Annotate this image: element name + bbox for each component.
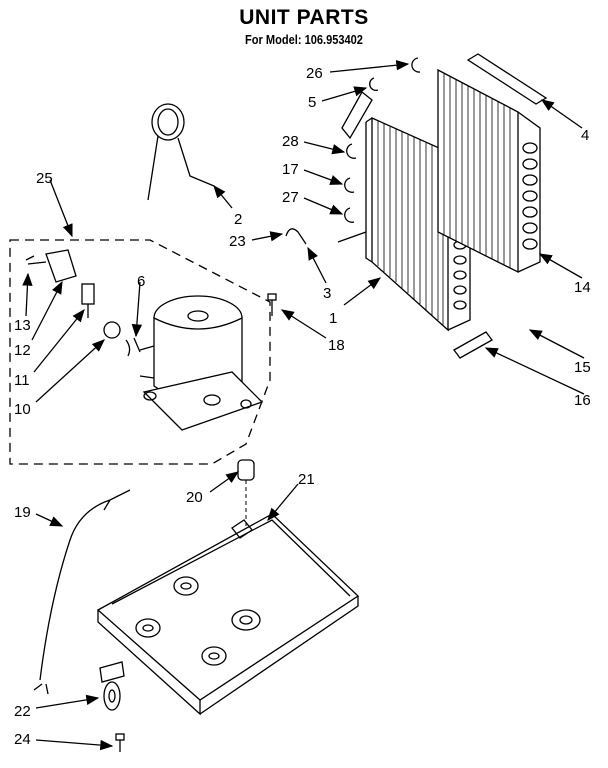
callout-5: 5 (308, 94, 316, 111)
evaporator-part (437, 68, 541, 274)
callout-16: 16 (574, 392, 591, 409)
diagram-title: UNIT PARTS (239, 6, 369, 29)
coiled-tube-part (147, 103, 215, 201)
callout-25: 25 (36, 170, 53, 187)
model-subtitle: For Model: 106.953402 (245, 32, 363, 47)
callout-28: 28 (282, 133, 299, 150)
callout-20: 20 (186, 489, 203, 506)
retaining-clips (344, 57, 421, 223)
leader-lines (22, 60, 585, 751)
bottom-support-bar (453, 331, 493, 359)
callout-21: 21 (298, 471, 315, 488)
callout-2: 2 (234, 211, 242, 228)
callout-11: 11 (14, 372, 30, 389)
callout-4: 4 (581, 127, 589, 144)
base-pan-part (96, 513, 360, 716)
callout-23: 23 (229, 233, 246, 250)
callout-17: 17 (282, 161, 299, 178)
callout-13: 13 (14, 317, 31, 334)
wire-harness-part (33, 489, 131, 695)
callout-14: 14 (574, 279, 591, 296)
compressor-part (139, 295, 264, 431)
callout-19: 19 (14, 504, 31, 521)
callout-labels: 26 5 28 17 27 23 3 1 4 14 15 16 2 18 25 … (14, 65, 591, 748)
callout-22: 22 (14, 703, 31, 720)
callout-6: 6 (137, 273, 145, 290)
bolt-part (115, 733, 125, 752)
callout-18: 18 (328, 337, 345, 354)
electrical-components (25, 249, 141, 357)
callout-24: 24 (14, 731, 31, 748)
callout-1: 1 (329, 310, 337, 327)
callout-27: 27 (282, 189, 299, 206)
capillary-tube-part (285, 228, 307, 245)
callout-15: 15 (574, 359, 591, 376)
screw-part (267, 293, 277, 316)
callout-26: 26 (306, 65, 323, 82)
callout-10: 10 (14, 401, 31, 418)
callout-12: 12 (14, 342, 31, 359)
top-support-bar (466, 53, 548, 105)
caster-part (99, 661, 125, 711)
callout-3: 3 (323, 285, 331, 302)
